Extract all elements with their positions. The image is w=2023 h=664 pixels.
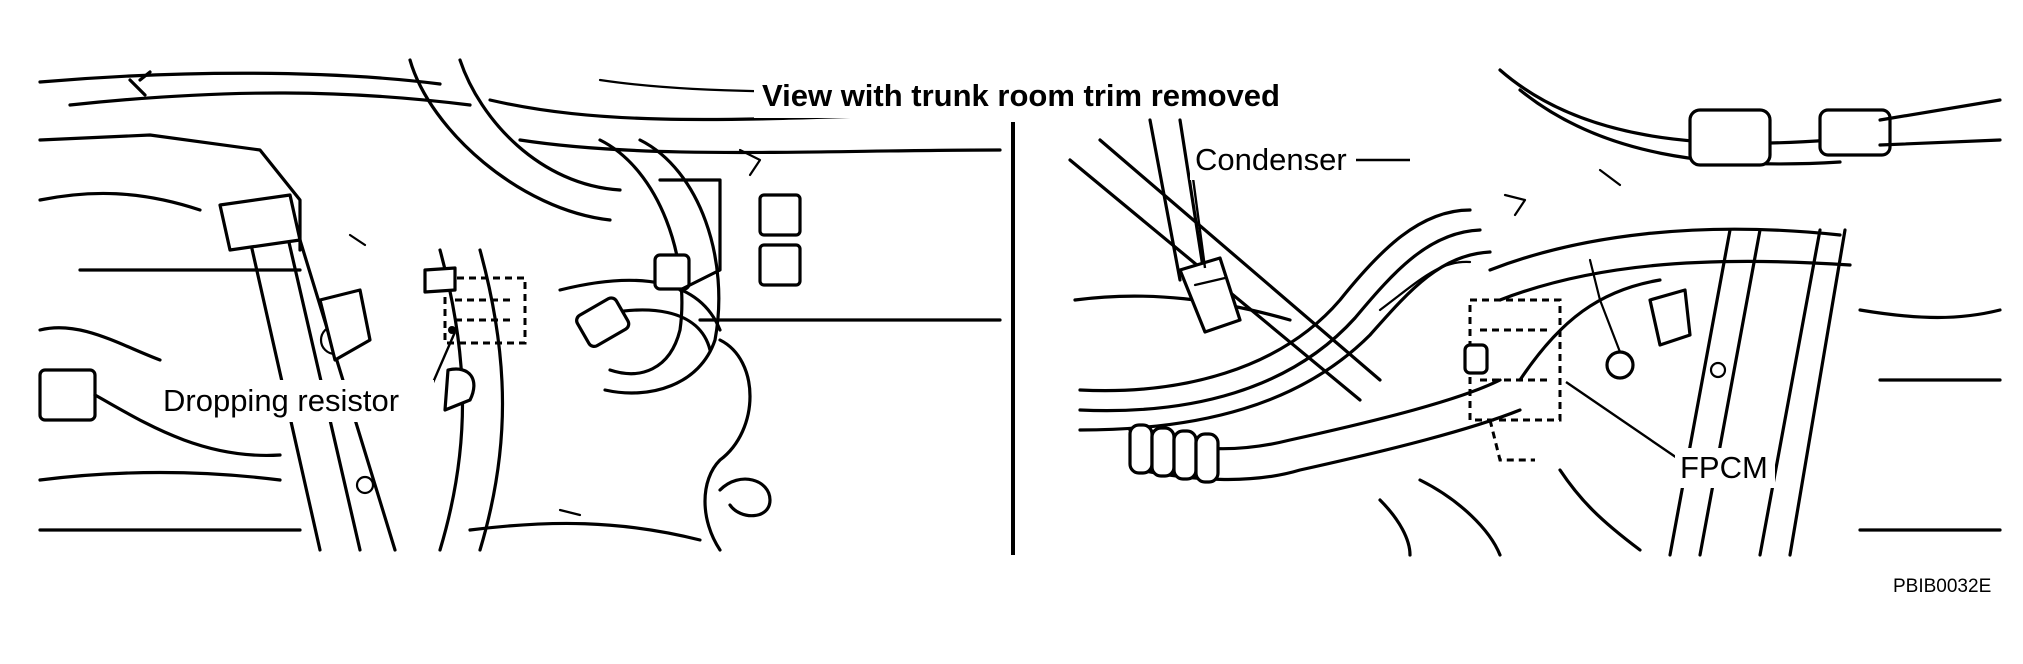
corrugated-hose <box>1128 378 1522 484</box>
figure-code: PBIB0032E <box>1893 576 1991 597</box>
fpcm-label: FPCM <box>1680 450 1768 485</box>
dropping-resistor-label: Dropping resistor <box>163 383 399 418</box>
fpcm-callout: FPCM <box>1565 381 1775 488</box>
title-group: View with trunk room trim removed <box>754 72 1349 118</box>
condenser-callout: Condenser <box>1190 138 1410 269</box>
condenser-label: Condenser <box>1195 142 1347 177</box>
right-view-panel <box>1068 68 2002 557</box>
left-view-panel <box>38 58 1002 552</box>
diagram-title: View with trunk room trim removed <box>762 78 1280 113</box>
dropping-resistor-callout: Dropping resistor <box>158 331 457 422</box>
